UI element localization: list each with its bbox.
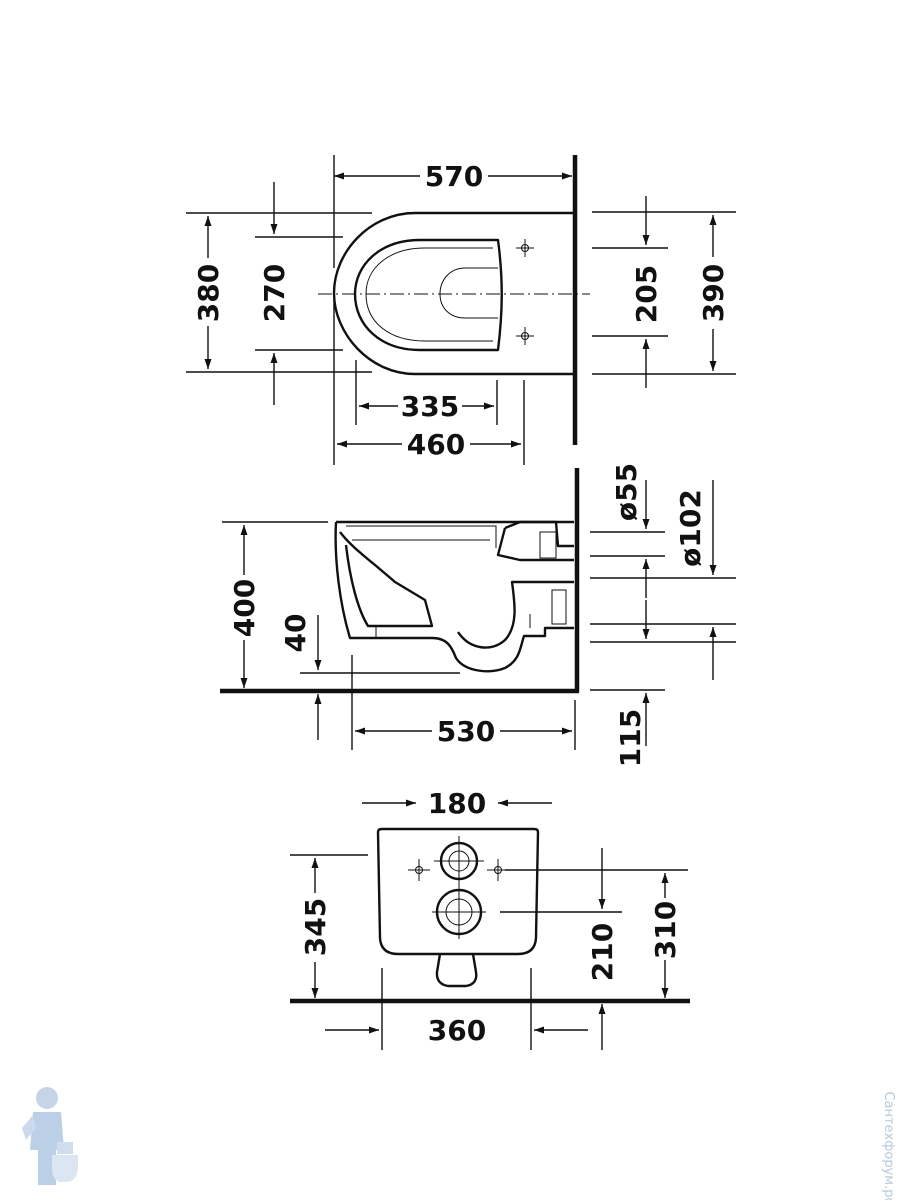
inlet-hole [434, 836, 484, 886]
seat-opening-top [353, 238, 503, 352]
rear-panel-outline [376, 827, 540, 956]
dim-335: 335 [401, 390, 459, 423]
dim-460: 460 [407, 428, 465, 461]
bolt-hole-left [408, 859, 430, 881]
bowl-outline-top [332, 211, 575, 376]
dim-310: 310 [649, 901, 682, 959]
dim-270: 270 [258, 264, 291, 322]
dim-345: 345 [299, 898, 332, 956]
plumber-mascot-icon [22, 1087, 78, 1185]
fixing-hole-lower [516, 327, 534, 345]
bowl-profile-side [334, 520, 574, 673]
dim-390: 390 [697, 264, 730, 322]
dim-115: 115 [614, 709, 647, 767]
side-view: 400 40 530 ø55 ø102 115 [220, 463, 736, 767]
rear-view: 180 345 210 310 360 [290, 787, 690, 1050]
dim-205: 205 [630, 265, 663, 323]
top-view: 570 380 270 205 390 335 [186, 155, 736, 465]
dim-210: 210 [586, 923, 619, 981]
dim-dia-102: ø102 [674, 489, 707, 567]
dim-380: 380 [192, 264, 225, 322]
dim-530: 530 [437, 715, 495, 748]
watermark-text: Сантехфорум.рф [881, 1091, 896, 1200]
dim-400: 400 [228, 579, 261, 637]
fixing-hole-upper [516, 239, 534, 257]
outlet-hole [432, 885, 486, 939]
dim-dia-55: ø55 [610, 463, 643, 521]
dim-40: 40 [279, 614, 312, 653]
dim-180: 180 [428, 787, 486, 820]
dim-570: 570 [425, 160, 483, 193]
dim-360: 360 [428, 1014, 486, 1047]
